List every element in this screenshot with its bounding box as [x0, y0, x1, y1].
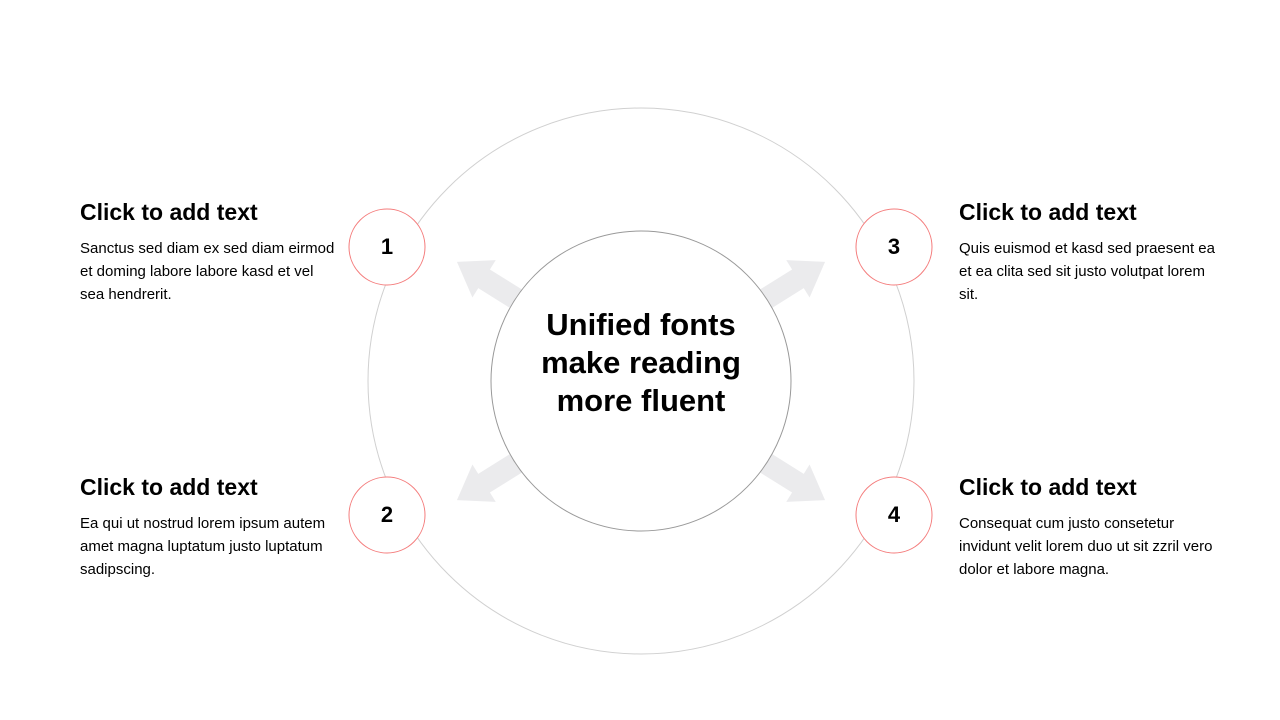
center-circle	[490, 230, 792, 532]
block-heading[interactable]: Click to add text	[80, 474, 258, 500]
outer-ring	[367, 107, 915, 655]
number-circle-2	[348, 476, 426, 554]
number-circle-1	[348, 208, 426, 286]
block-body[interactable]: Quis euismod et kasd sed praesent ea et …	[959, 240, 1215, 303]
text-block-4: Click to add text Consequat cum justo co…	[959, 472, 1219, 581]
arrow-down-right-icon	[758, 452, 826, 502]
number-label-2: 2	[380, 502, 394, 527]
block-heading[interactable]: Click to add text	[959, 474, 1137, 500]
text-block-2: Click to add text Ea qui ut nostrud lore…	[80, 472, 340, 581]
block-body[interactable]: Sanctus sed diam ex sed diam eirmod et d…	[80, 240, 335, 303]
block-heading[interactable]: Click to add text	[959, 199, 1137, 225]
number-circle-4	[855, 476, 933, 554]
block-heading[interactable]: Click to add text	[80, 199, 258, 225]
number-circle-3	[855, 208, 933, 286]
number-label-1: 1	[380, 234, 394, 259]
arrow-up-right-icon	[758, 260, 826, 310]
arrow-up-left-icon	[456, 260, 524, 310]
block-body[interactable]: Ea qui ut nostrud lorem ipsum autem amet…	[80, 515, 326, 578]
center-title[interactable]: Unified fonts make reading more fluent	[541, 307, 741, 418]
number-label-4: 4	[887, 502, 901, 527]
text-block-1: Click to add text Sanctus sed diam ex se…	[80, 197, 340, 306]
block-body[interactable]: Consequat cum justo consetetur invidunt …	[959, 515, 1213, 578]
arrow-down-left-icon	[456, 452, 524, 502]
number-label-3: 3	[887, 234, 901, 259]
text-block-3: Click to add text Quis euismod et kasd s…	[959, 197, 1219, 306]
